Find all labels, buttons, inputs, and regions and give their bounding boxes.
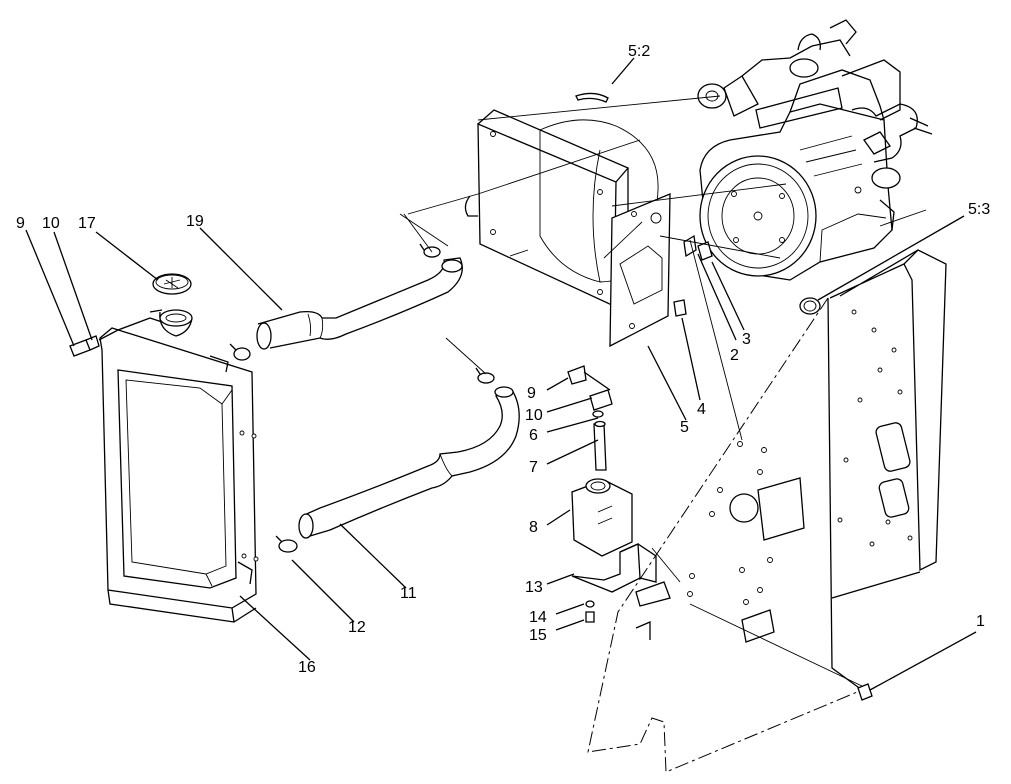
callout-15: 15 [529, 627, 547, 644]
radiator-cap [149, 273, 193, 337]
callout-10: 10 [42, 215, 60, 232]
callout-labels: 9 10 17 19 16 12 11 5:2 5:3 2 3 4 5 9 10… [16, 43, 990, 676]
lower-hose [298, 386, 520, 539]
engine-frame-plate [587, 249, 947, 773]
bottle-hose [593, 420, 607, 471]
hose-clamp-lower [275, 367, 495, 553]
callout-2: 2 [730, 347, 739, 364]
shroud-bracket [609, 193, 671, 348]
callout-4: 4 [697, 401, 706, 418]
callout-5-3: 5:3 [968, 201, 990, 218]
callout-pointers [25, 57, 977, 691]
bottle-fitting [567, 365, 613, 418]
bottle-bracket [571, 543, 657, 593]
callout-17: 17 [78, 215, 96, 232]
callout-5: 5 [680, 419, 689, 436]
callout-9-bottle: 9 [527, 385, 536, 402]
callout-5-2: 5:2 [628, 43, 650, 60]
callout-19: 19 [186, 213, 204, 230]
callout-10-bottle: 10 [525, 407, 543, 424]
callout-6: 6 [529, 427, 538, 444]
radiator [99, 327, 259, 623]
fan [575, 92, 609, 103]
engine [697, 19, 933, 281]
callout-14: 14 [529, 609, 547, 626]
bottle-screw-and-washer [585, 600, 595, 623]
callout-8: 8 [529, 519, 538, 536]
callout-12: 12 [348, 619, 366, 636]
callout-7: 7 [529, 459, 538, 476]
callout-3: 3 [742, 331, 751, 348]
callout-1: 1 [976, 613, 985, 630]
callout-11: 11 [400, 585, 417, 602]
callout-16: 16 [298, 659, 316, 676]
callout-9: 9 [16, 215, 25, 232]
fastener-bolts [673, 234, 873, 701]
callout-13: 13 [525, 579, 543, 596]
overflow-bottle [571, 478, 633, 557]
breather-cap [799, 297, 821, 315]
leader-lines [399, 95, 927, 687]
upper-hose [256, 257, 463, 350]
